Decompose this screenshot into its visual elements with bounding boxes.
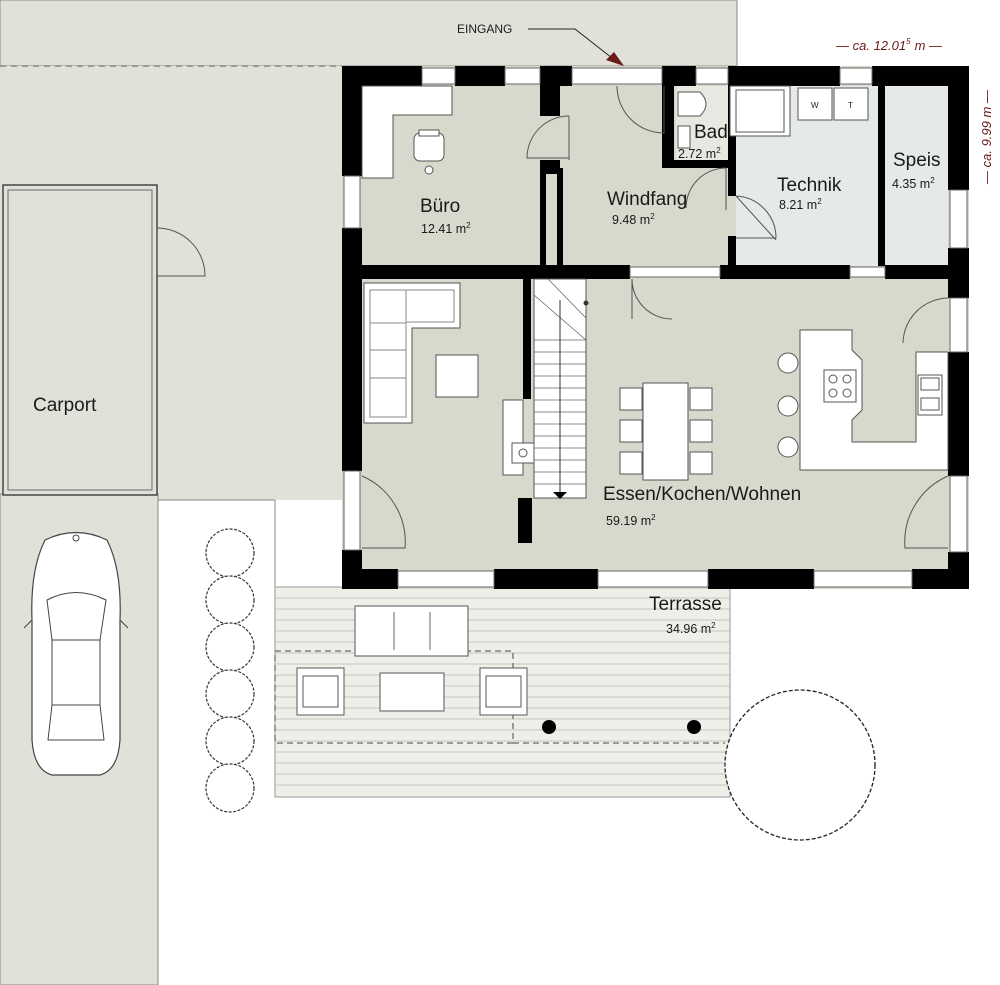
terrasse-area: 34.96 m2 bbox=[666, 621, 716, 636]
windfang-area: 9.48 m2 bbox=[612, 212, 655, 227]
bar-stool bbox=[777, 395, 799, 417]
technik-area: 8.21 m2 bbox=[779, 197, 822, 212]
chair-icon bbox=[689, 387, 713, 411]
washer-label: W bbox=[811, 101, 819, 110]
speis-area: 4.35 m2 bbox=[892, 176, 935, 191]
sofa bbox=[363, 282, 461, 424]
hob-icon bbox=[823, 369, 857, 403]
wohnen-area: 59.19 m2 bbox=[606, 513, 656, 528]
chair-icon bbox=[619, 419, 643, 443]
windfang-label: Windfang bbox=[607, 189, 687, 210]
stair-arrow-icon bbox=[553, 492, 567, 499]
door-swings bbox=[361, 85, 949, 549]
tree-icon bbox=[724, 689, 876, 841]
outdoor-sofa bbox=[354, 605, 469, 657]
speis-label: Speis bbox=[893, 150, 941, 171]
chair-icon bbox=[619, 451, 643, 475]
sink-icon bbox=[917, 374, 943, 416]
carport-inner bbox=[7, 189, 153, 491]
chair-icon bbox=[689, 419, 713, 443]
desk bbox=[361, 85, 453, 179]
tree-icon bbox=[205, 763, 255, 813]
chair-icon bbox=[619, 387, 643, 411]
buero-label: Büro bbox=[420, 196, 460, 217]
bar-stool bbox=[777, 436, 799, 458]
coffee-table bbox=[435, 354, 479, 398]
chair-icon bbox=[413, 129, 445, 175]
entrance-label: EINGANG bbox=[457, 22, 512, 36]
dryer bbox=[833, 87, 869, 121]
post bbox=[687, 720, 701, 734]
tree-icon bbox=[205, 622, 255, 672]
dryer-label: T bbox=[848, 101, 853, 110]
bad-fixtures bbox=[677, 91, 707, 149]
post bbox=[542, 720, 556, 734]
tree-icon bbox=[205, 716, 255, 766]
entrance-arrow bbox=[528, 28, 613, 59]
shrub-row bbox=[205, 528, 255, 813]
wohnen-label: Essen/Kochen/Wohnen bbox=[603, 484, 801, 505]
bad-label: Bad bbox=[694, 122, 728, 143]
technik-label: Technik bbox=[777, 175, 842, 196]
fireplace bbox=[502, 399, 524, 476]
tree-icon bbox=[205, 669, 255, 719]
speis-floor bbox=[884, 86, 948, 266]
dining-table bbox=[642, 382, 689, 481]
site-ground bbox=[0, 0, 738, 67]
outdoor-table bbox=[379, 672, 445, 712]
terrasse-label: Terrasse bbox=[649, 594, 722, 615]
washer bbox=[797, 87, 833, 121]
buero-area: 12.41 m2 bbox=[421, 221, 471, 236]
walls bbox=[342, 66, 969, 589]
tree-icon bbox=[205, 528, 255, 578]
bar-stool bbox=[777, 352, 799, 374]
staircase bbox=[525, 278, 589, 540]
depth-dimension: — ca. 9.99 m — bbox=[979, 89, 994, 185]
car-icon bbox=[23, 531, 129, 776]
windows bbox=[343, 67, 968, 588]
terrace-deck: Terrasse 34.96 m2 bbox=[274, 586, 731, 798]
carport bbox=[2, 184, 158, 496]
carport-door bbox=[156, 227, 206, 277]
chair-icon bbox=[689, 451, 713, 475]
kitchen-island bbox=[799, 329, 949, 471]
carport-label: Carport bbox=[33, 395, 97, 416]
tree-icon bbox=[205, 575, 255, 625]
bad-area: 2.72 m2 bbox=[678, 146, 721, 161]
